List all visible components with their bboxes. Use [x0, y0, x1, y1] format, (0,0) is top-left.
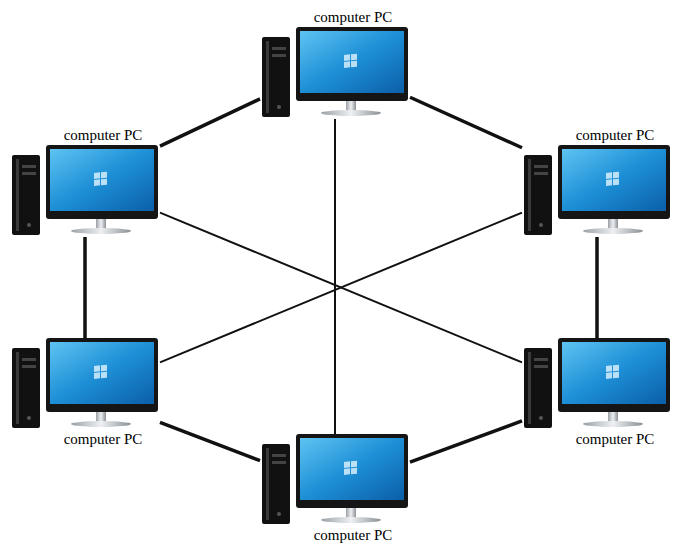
network-link: [83, 237, 87, 338]
computer-icon: [10, 338, 160, 430]
network-link: [410, 421, 522, 462]
computer-node: computer PC: [260, 434, 410, 545]
computer-label: computer PC: [522, 126, 672, 145]
computer-icon: [260, 434, 410, 526]
network-link: [160, 213, 522, 363]
computer-node: computer PC: [10, 338, 160, 449]
network-link: [410, 97, 522, 147]
computer-icon: [522, 145, 672, 237]
computer-label: computer PC: [522, 430, 672, 449]
computer-node: computer PC: [522, 126, 672, 237]
network-link: [160, 213, 522, 363]
computer-node: computer PC: [522, 338, 672, 449]
computer-node: computer PC: [260, 8, 410, 119]
computer-icon: [260, 27, 410, 119]
computer-icon: [10, 145, 160, 237]
network-link: [334, 119, 336, 434]
computer-node: computer PC: [10, 126, 160, 237]
network-link: [160, 422, 260, 460]
computer-label: computer PC: [10, 430, 160, 449]
computer-label: computer PC: [10, 126, 160, 145]
network-link: [595, 237, 599, 338]
computer-icon: [522, 338, 672, 430]
network-link: [160, 99, 260, 146]
computer-label: computer PC: [260, 526, 410, 545]
computer-label: computer PC: [260, 8, 410, 27]
